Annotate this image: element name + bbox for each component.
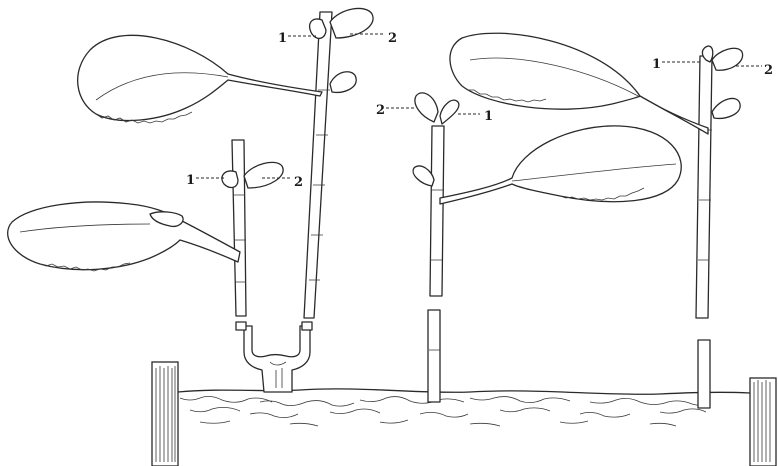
soil-bed <box>178 389 750 426</box>
plant-right: 1 2 <box>450 33 773 408</box>
label-1-middle: 1 <box>484 109 493 124</box>
label-2-short: 2 <box>294 175 303 190</box>
label-2-tall: 2 <box>388 31 397 46</box>
label-2-middle: 2 <box>376 103 385 118</box>
plant-middle: 2 1 <box>376 93 681 402</box>
label-1-short: 1 <box>186 173 195 188</box>
plant-left-pair: 1 2 1 2 <box>8 8 397 392</box>
pot-edge-right <box>750 378 776 466</box>
label-2-right: 2 <box>764 63 773 78</box>
label-1-right: 1 <box>652 57 661 72</box>
pot-edge-left <box>152 362 178 466</box>
label-1-tall: 1 <box>278 31 287 46</box>
